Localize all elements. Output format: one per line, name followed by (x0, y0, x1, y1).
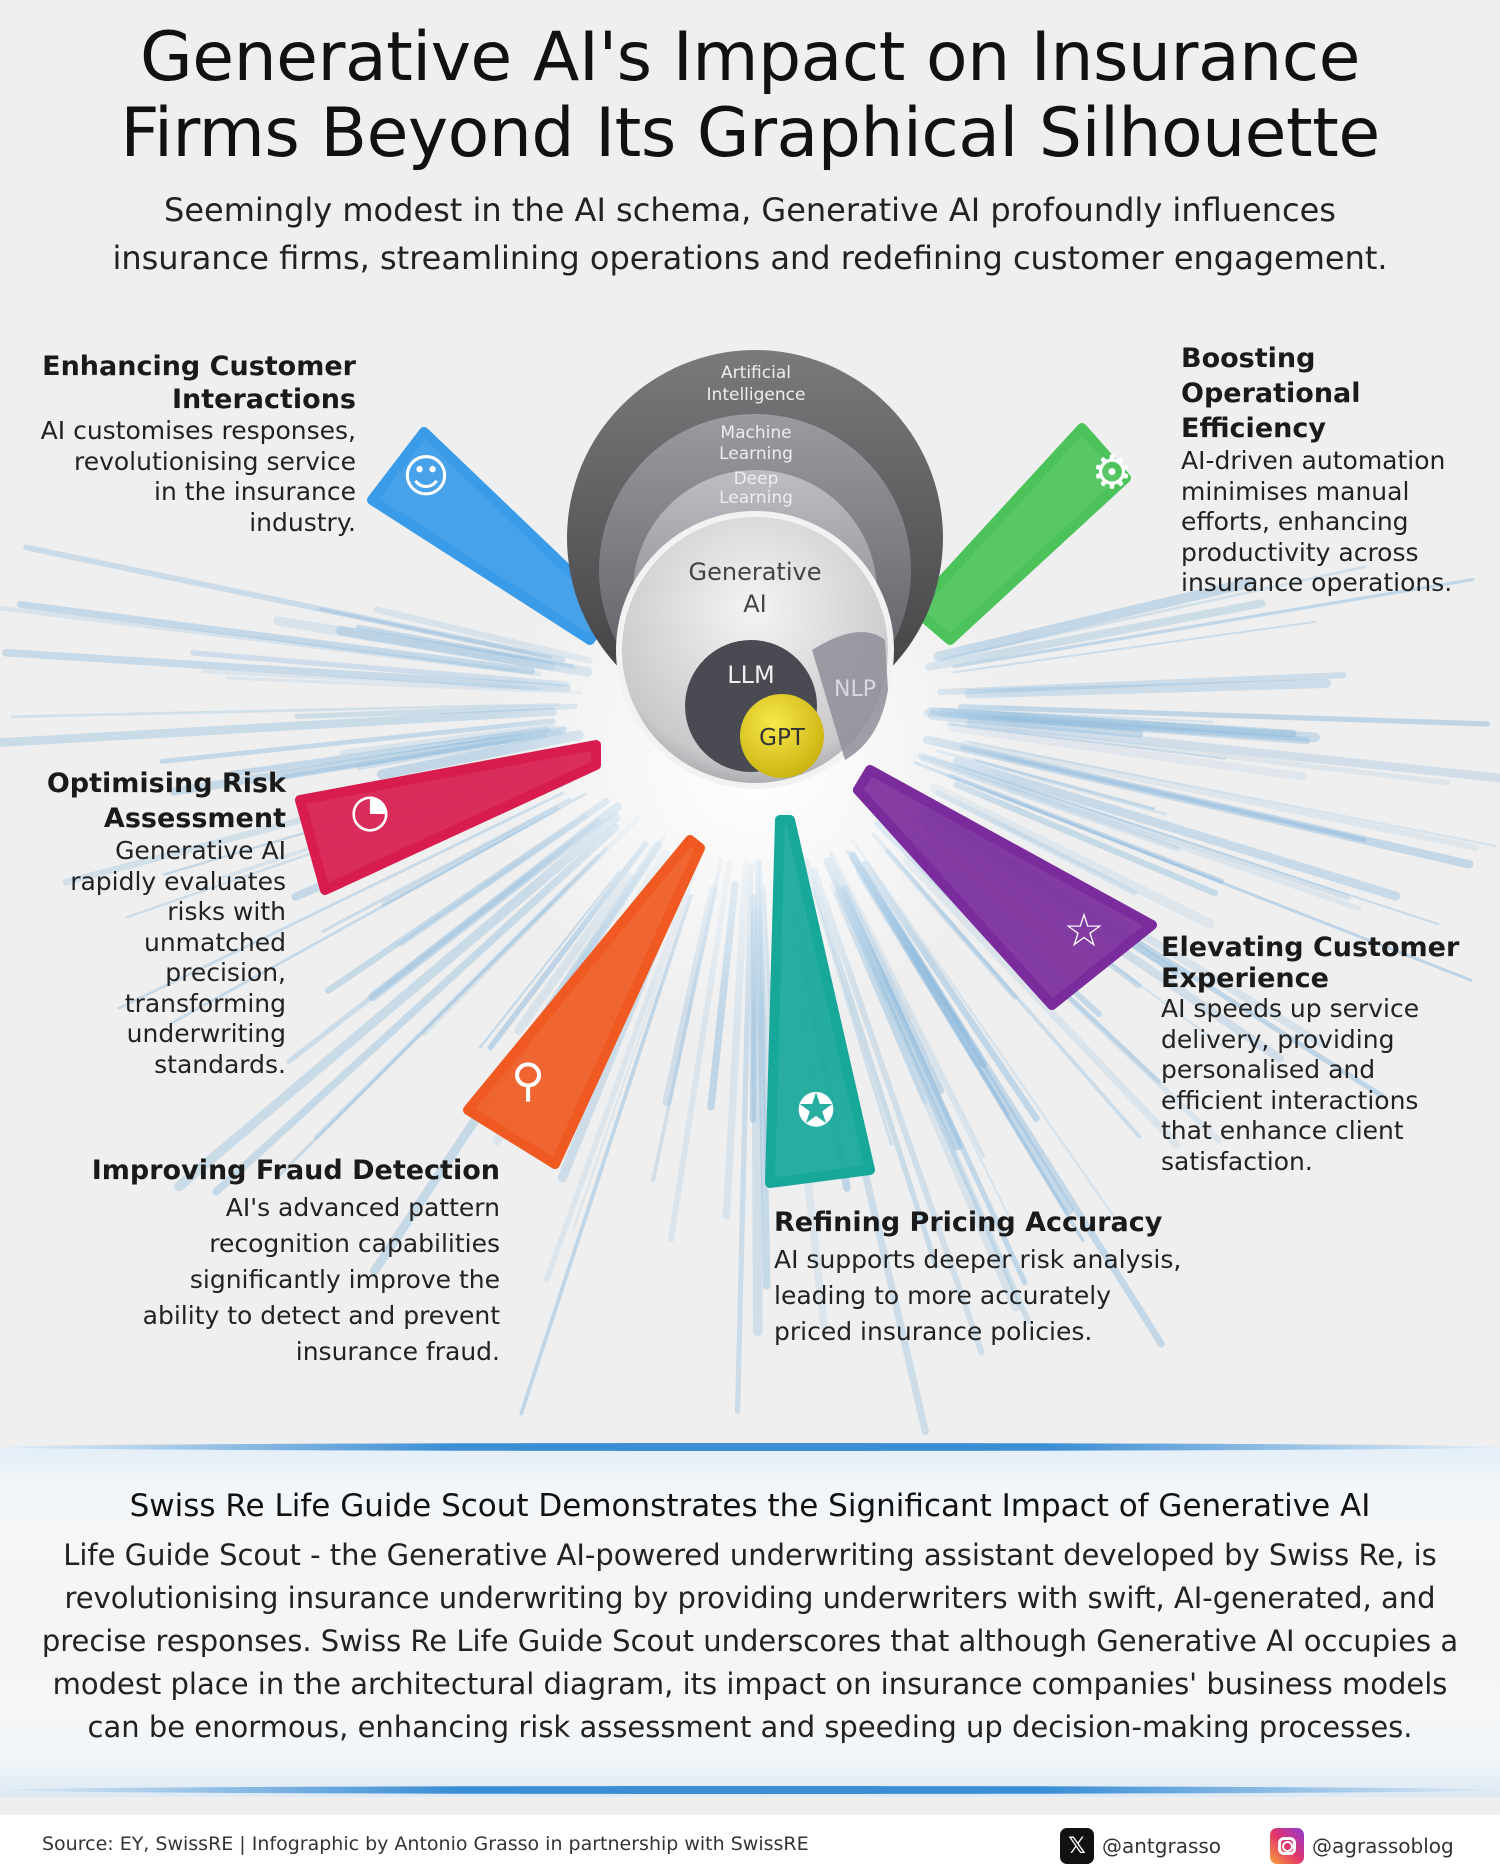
footer (0, 1815, 1500, 1875)
divider (0, 1786, 1500, 1794)
impact-body: AI supports deeper risk analysis,leading… (774, 1245, 1182, 1346)
llm-label: LLM (727, 661, 774, 689)
light-ray (23, 544, 566, 663)
title-line: Generative AI's Impact on Insurance (140, 18, 1360, 97)
light-ray (960, 745, 1367, 843)
light-ray (952, 577, 1475, 669)
impact-ribbon (853, 765, 1157, 1010)
nlp-label: NLP (834, 677, 876, 702)
impact-ribbon (463, 835, 705, 1169)
subtitle-line: insurance firms, streamlining operations… (112, 239, 1388, 277)
ai-label: Artificial (721, 363, 791, 383)
ai-label: Intelligence (707, 385, 806, 405)
impact-ribbon (910, 423, 1131, 645)
dl-label: Deep (734, 469, 779, 489)
page-title: Generative AI's Impact on Insurance Firm… (0, 20, 1500, 172)
impact-fraud-detection: Improving Fraud Detection AI's advanced … (80, 1152, 500, 1370)
gpt-circle (740, 694, 824, 778)
gpt-label: GPT (759, 725, 806, 751)
nlp-region (812, 632, 888, 760)
instagram-handle: @agrassoblog (1312, 1834, 1454, 1858)
light-ray (190, 650, 569, 687)
people-chat-icon: ☺ (402, 449, 450, 503)
impact-pricing-accuracy: Refining Pricing Accuracy AI supports de… (774, 1204, 1234, 1350)
light-ray (948, 720, 1451, 786)
light-ray (964, 678, 1331, 699)
light-ray (159, 718, 556, 764)
hand-gear-icon: ⚙ (1091, 445, 1132, 499)
light-ray (117, 791, 565, 1010)
user-rating-icon: ☆ (1063, 903, 1104, 957)
light-ray (319, 607, 553, 659)
light-ray (966, 740, 1497, 848)
light-ray (951, 620, 1317, 674)
ml-label: Learning (719, 444, 793, 464)
light-ray (0, 707, 557, 747)
light-ray (200, 669, 540, 691)
x-handle: @antgrasso (1102, 1834, 1222, 1858)
light-ray (940, 565, 1367, 661)
award-badge-icon: ✪ (797, 1083, 836, 1137)
light-ray (937, 672, 1347, 696)
case-study-band (0, 1447, 1500, 1797)
ai-diagram: ☺ ⚙ ◔ ⚲ ✪ ☆ Artificial Intelligence Machine L… (0, 350, 1500, 1436)
divider (0, 1443, 1500, 1451)
subtitle-line: Seemingly modest in the AI schema, Gener… (164, 191, 1336, 229)
light-ray (273, 616, 556, 671)
light-ray (16, 600, 536, 675)
impact-ribbon (765, 815, 875, 1188)
ml-label: Machine (720, 423, 791, 443)
light-ray (966, 718, 1500, 783)
light-ray (11, 703, 560, 719)
page-subtitle: Seemingly modest in the AI schema, Gener… (30, 186, 1470, 282)
case-study-body: Life Guide Scout - the Generative AI-pow… (41, 1538, 1459, 1744)
light-ray (952, 757, 1401, 901)
light-ray (227, 726, 550, 777)
x-link[interactable]: 𝕏 @antgrasso (1060, 1828, 1221, 1864)
light-ray (2, 648, 571, 692)
light-ray (922, 735, 1474, 869)
light-ray (958, 704, 1491, 727)
genai-label: AI (743, 590, 767, 618)
magnifier-gear-icon: ⚲ (511, 1053, 545, 1107)
gauge-icon: ◔ (350, 783, 390, 837)
x-logo-icon: 𝕏 (1060, 1828, 1094, 1864)
impact-body: AI customises responses,revolutionising … (40, 416, 356, 537)
impact-title: Improving Fraud Detection (91, 1155, 500, 1186)
light-ray (0, 605, 542, 676)
instagram-link[interactable]: @agrassoblog (1270, 1828, 1454, 1864)
genai-label: Generative (689, 558, 822, 586)
instagram-logo-icon (1270, 1828, 1304, 1864)
source-credit: Source: EY, SwissRE | Infographic by Ant… (42, 1833, 809, 1855)
impact-title: Refining Pricing Accuracy (774, 1207, 1163, 1238)
impact-ribbon (295, 740, 601, 895)
title-line: Firms Beyond Its Graphical Silhouette (120, 94, 1380, 173)
light-ray (933, 577, 1257, 662)
case-study-title: Swiss Re Life Guide Scout Demonstrates t… (129, 1488, 1371, 1524)
dl-label: Learning (719, 488, 793, 508)
light-ray (960, 739, 1480, 851)
